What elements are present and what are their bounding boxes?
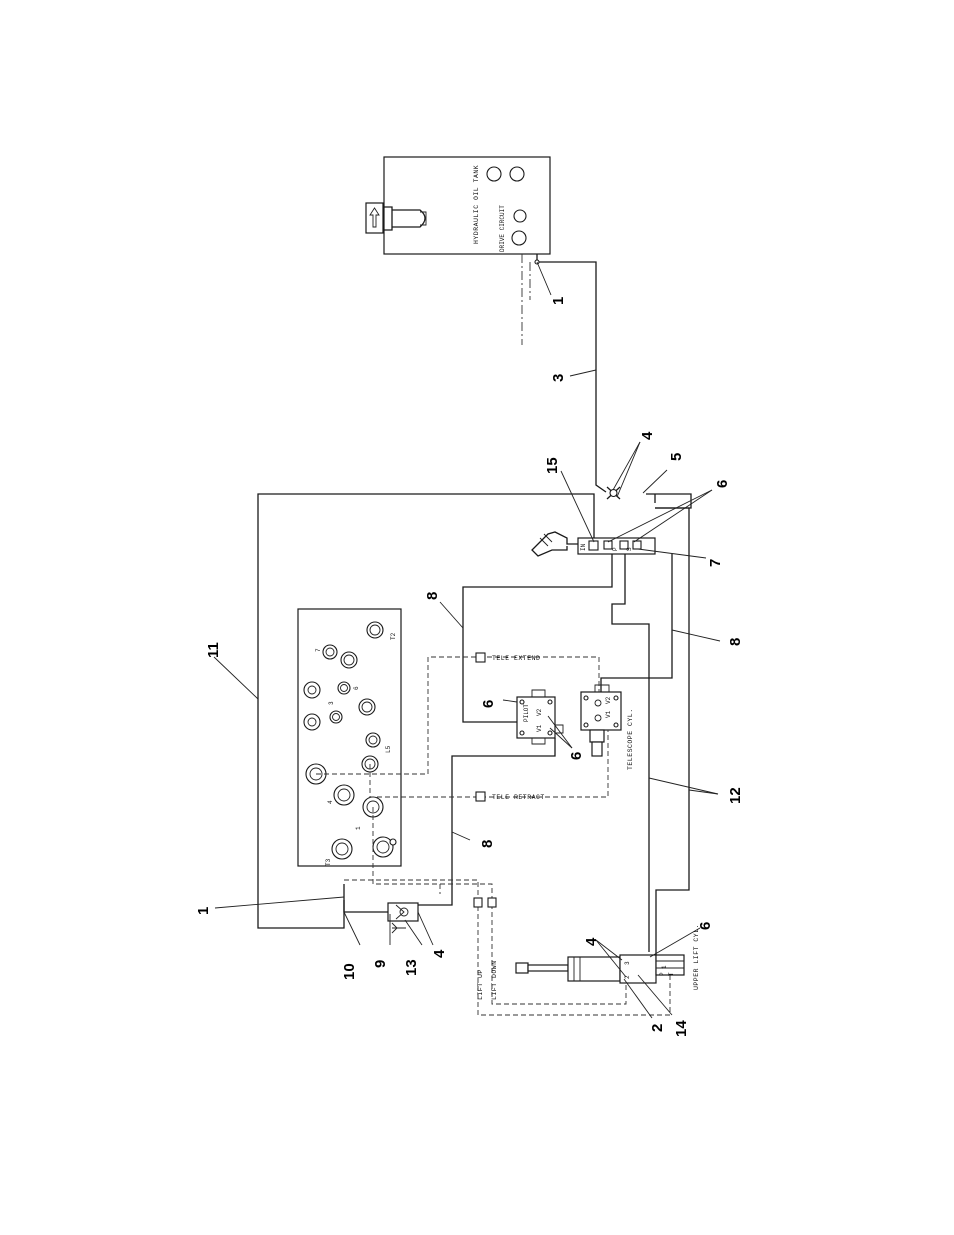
manifold-port-t3: T3 — [325, 858, 332, 866]
callout-6-mid: 6 — [568, 752, 585, 760]
cyl-port-2: 2 — [624, 975, 631, 979]
pilot-label: PILOT — [523, 704, 530, 722]
tank-filter — [365, 202, 427, 234]
lift-up-line — [372, 807, 441, 894]
check-valve — [387, 902, 419, 934]
pilot-valve: PILOT V1 V2 — [516, 689, 564, 745]
port-s: S — [626, 547, 633, 551]
lift-down-label: LIFT DOWN — [491, 960, 498, 1000]
hose-3-line — [536, 254, 607, 493]
tank-label: HYDRAULIC OIL TANK — [473, 165, 480, 244]
manifold-port-3: 3 — [328, 701, 335, 705]
callout-6-bottom: 6 — [697, 922, 714, 930]
callout-numbers: 1 3 4 5 6 7 15 8 8 8 11 6 6 12 1 10 9 13… — [195, 297, 744, 1037]
telescope-cyl-label: TELESCOPE CYL. — [627, 708, 634, 770]
valve-solenoid — [531, 531, 578, 557]
tele-port-v2: V2 — [605, 696, 612, 704]
cyl-port-p: P — [659, 972, 666, 976]
main-manifold: 7 3 6 4 1 T2 T3 L5 — [297, 608, 402, 867]
callout-9: 9 — [372, 960, 389, 968]
hose-12-line — [655, 507, 690, 955]
callout-2: 2 — [649, 1024, 666, 1032]
callout-11: 11 — [205, 642, 222, 658]
cyl-port-t: T — [668, 972, 675, 976]
manifold-port-6: 6 — [353, 686, 360, 690]
callout-4-left: 4 — [431, 949, 448, 958]
control-valve-block: IN P S — [577, 537, 656, 555]
manifold-port-4: 4 — [327, 800, 334, 804]
pilot-port-v1: V1 — [536, 724, 543, 732]
callout-leaders — [213, 261, 721, 1019]
callout-6-pilot: 6 — [480, 700, 497, 708]
callout-1-top: 1 — [550, 297, 567, 305]
callout-4-cyl: 4 — [583, 937, 600, 946]
fitting-4-5 — [606, 486, 621, 500]
callout-15: 15 — [544, 457, 561, 474]
callout-10: 10 — [341, 963, 358, 980]
callout-3: 3 — [550, 374, 567, 382]
hose-11-line — [257, 493, 595, 929]
cyl-port-3: 3 — [624, 961, 631, 965]
callout-13: 13 — [403, 959, 420, 976]
callout-14: 14 — [673, 1020, 690, 1037]
manifold-port-l5: L5 — [385, 745, 392, 753]
manifold-port-7: 7 — [315, 648, 322, 652]
hose-10-line — [343, 900, 388, 913]
tele-port-v1: V1 — [605, 710, 612, 718]
upper-lift-cylinder: 2 3 1 P T UPPER LIFT CYL. — [515, 924, 700, 990]
callout-8-lower: 8 — [479, 840, 496, 848]
cyl-port-1: 1 — [661, 965, 668, 969]
hose-8-upper — [462, 554, 613, 723]
tele-extend-line — [316, 656, 600, 775]
callout-12: 12 — [727, 787, 744, 804]
lift-up-label: LIFT UP — [477, 969, 484, 1000]
callout-8-upper: 8 — [424, 592, 441, 600]
tele-retract-line — [369, 730, 609, 798]
hose-8-lower — [418, 738, 556, 906]
upper-lift-label: UPPER LIFT CYL. — [693, 924, 700, 990]
tele-retract-label: TELE RETRACT — [492, 794, 545, 801]
hydraulic-oil-tank: HYDRAULIC OIL TANK DRIVE CIRCUIT — [383, 156, 551, 255]
callout-5: 5 — [668, 453, 685, 461]
manifold-port-t2: T2 — [390, 632, 397, 640]
manifold-port-1: 1 — [355, 826, 362, 830]
hose-8-right — [611, 554, 650, 952]
callout-4-top: 4 — [639, 431, 656, 440]
callout-1-left: 1 — [195, 907, 212, 915]
tele-extend-label: TELE EXTEND — [492, 655, 540, 662]
pilot-port-v2: V2 — [536, 708, 543, 716]
telescope-valve: V1 V2 TELESCOPE CYL. — [580, 684, 634, 770]
port-in: IN — [580, 543, 587, 551]
callout-7: 7 — [707, 559, 724, 567]
callout-8-right: 8 — [727, 638, 744, 646]
port-p: P — [612, 547, 619, 551]
callout-6-top: 6 — [714, 480, 731, 488]
drive-circuit-label: DRIVE CIRCUIT — [499, 205, 506, 252]
